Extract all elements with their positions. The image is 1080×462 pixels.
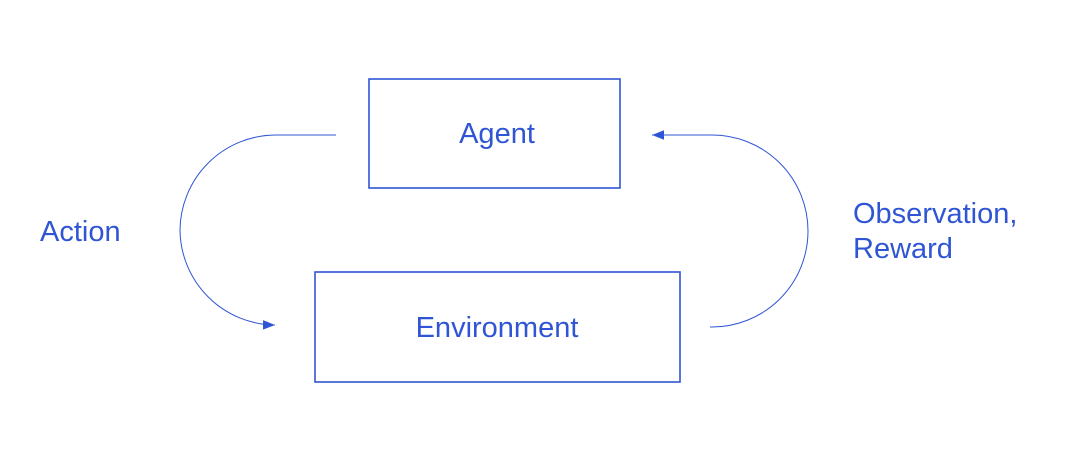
- agent-label: Agent: [459, 118, 535, 150]
- reward-label: Reward: [853, 233, 953, 265]
- action-label: Action: [40, 216, 121, 248]
- action-arrow: [179, 134, 336, 330]
- environment-node: Environment: [314, 271, 681, 383]
- agent-node: Agent: [368, 78, 621, 189]
- agent-box: [368, 78, 621, 189]
- environment-label: Environment: [416, 312, 579, 344]
- environment-box: [314, 271, 681, 383]
- observation-reward-arrow: [652, 130, 809, 328]
- observation-label: Observation,: [853, 198, 1017, 230]
